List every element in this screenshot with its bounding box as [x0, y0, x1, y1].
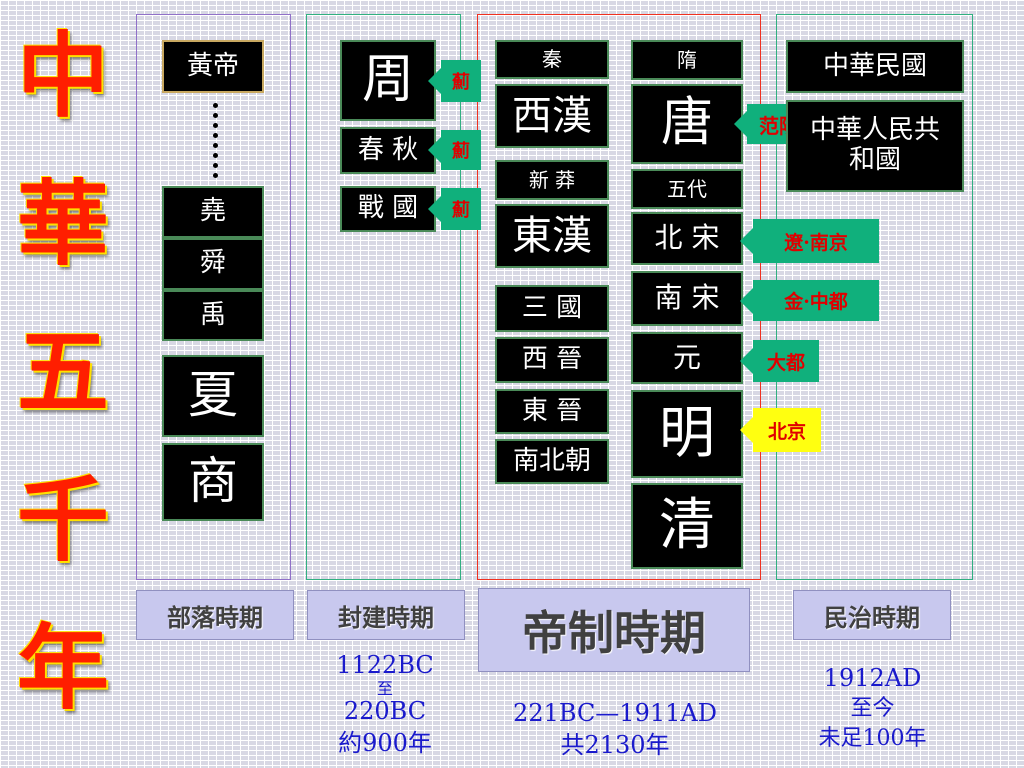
era-sanguo: 三 國 [495, 285, 609, 332]
era-beisong: 北 宋 [631, 212, 743, 265]
note-republic-to: 至今 [850, 696, 895, 721]
title-char-5: 年 [16, 614, 109, 722]
ellipsis-dots [213, 103, 219, 183]
era-donghan: 東漢 [495, 204, 609, 268]
era-qing: 清 [631, 483, 743, 569]
capital-tag-ji-3: 薊 [428, 188, 481, 230]
era-xijin: 西 晉 [495, 337, 609, 383]
title-char-4: 千 [16, 466, 109, 574]
title-char-2: 華 [16, 170, 109, 278]
period-label-feudal: 封建時期 [307, 590, 465, 640]
era-yao: 堯 [162, 186, 264, 238]
era-huangdi: 黃帝 [162, 40, 264, 93]
era-sui: 隋 [631, 40, 743, 80]
era-zhanguo: 戰 國 [340, 186, 436, 232]
era-nanbeichao: 南北朝 [495, 439, 609, 484]
period-label-imperial: 帝制時期 [478, 588, 750, 672]
note-feudal-end: 220BC [343, 697, 427, 725]
era-shang: 商 [162, 443, 264, 521]
title-char-1: 中 [16, 22, 109, 130]
capital-tag-ji-2: 薊 [428, 130, 481, 170]
capital-tag-beijing: 北京 [740, 408, 821, 452]
era-wudai: 五代 [631, 169, 743, 209]
capital-tag-ji-1: 薊 [428, 60, 481, 102]
note-feudal-span: 約900年 [338, 729, 432, 757]
capital-tag-jin: 金·中都 [740, 280, 879, 321]
tribal-frame [136, 14, 291, 580]
period-label-tribal: 部落時期 [136, 590, 294, 640]
era-tang: 唐 [631, 84, 743, 164]
era-xihan: 西漢 [495, 84, 609, 148]
feudal-frame [306, 14, 461, 580]
era-zhou: 周 [340, 40, 436, 121]
title-char-3: 五 [16, 318, 109, 426]
note-feudal-start: 1122BC [336, 651, 434, 679]
era-yu: 禹 [162, 290, 264, 341]
capital-tag-liao: 遼·南京 [740, 219, 879, 263]
era-dongjin: 東 晉 [495, 389, 609, 434]
note-feudal-to: 至 [376, 679, 393, 698]
era-qin: 秦 [495, 40, 609, 79]
era-shun: 舜 [162, 238, 264, 290]
note-imperial-span: 共2130年 [560, 731, 670, 759]
era-nansong: 南 宋 [631, 271, 743, 326]
period-label-republic: 民治時期 [793, 590, 951, 640]
era-yuan: 元 [631, 332, 743, 384]
era-xia: 夏 [162, 355, 264, 437]
era-xinmang: 新 莽 [495, 160, 609, 200]
era-prc: 中華人民共和國 [786, 100, 964, 192]
note-imperial-range: 221BC—1911AD [513, 699, 717, 727]
note-republic-start: 1912AD [823, 664, 922, 692]
capital-tag-dadu: 大都 [740, 340, 819, 382]
era-roc: 中華民國 [786, 40, 964, 93]
note-republic-span: 未足100年 [818, 726, 927, 751]
era-ming: 明 [631, 390, 743, 478]
era-chunqiu: 春 秋 [340, 127, 436, 174]
